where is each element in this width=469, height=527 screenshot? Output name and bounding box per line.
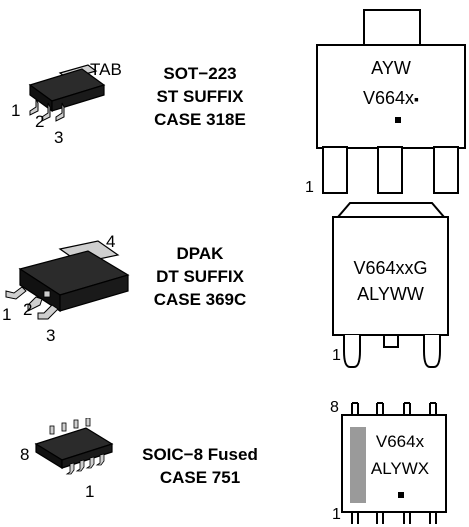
dpak-name-line-2: DT SUFFIX [156, 267, 244, 286]
dpak-package-illustration [5, 240, 130, 320]
sot223-package-name: SOT−223 ST SUFFIX CASE 318E [140, 62, 260, 131]
dpak-marking-pin1: 1 [332, 347, 341, 364]
dpak-pin-label-2: 2 [23, 300, 33, 319]
soic8-package-illustration [34, 418, 114, 475]
pb-free-dot-icon: ▪ [414, 91, 419, 107]
dpak-marking-line-2: ALYWW [357, 284, 424, 304]
sot223-marking-line-2: V664x▪ [317, 88, 465, 109]
sot223-pin-label-tab: TAB [90, 60, 122, 79]
sot223-name-line-2: ST SUFFIX [156, 87, 244, 106]
soic8-marking-line-1: V664x [375, 432, 425, 451]
dpak-package-name: DPAK DT SUFFIX CASE 369C [150, 242, 250, 311]
soic8-marking-diagram [341, 402, 447, 524]
soic8-package-name: SOIC−8 Fused CASE 751 [132, 443, 268, 489]
soic8-pin-label-1: 1 [85, 482, 95, 501]
dpak-pin-label-4: 4 [106, 232, 116, 251]
sot223-name-line-1: SOT−223 [163, 64, 237, 83]
sot223-marking-diagram [316, 9, 466, 194]
sot223-package-illustration [28, 64, 106, 122]
sot223-name-line-3: CASE 318E [154, 110, 246, 129]
dpak-pin-label-3: 3 [46, 326, 56, 345]
sot223-marking-line-1: AYW [371, 58, 411, 78]
sot223-pin-label-3: 3 [54, 128, 64, 147]
dpak-marking-line-1: V664xxG [353, 258, 428, 278]
dpak-name-line-1: DPAK [176, 244, 224, 263]
dpak-marking-diagram [332, 202, 449, 368]
dpak-name-line-3: CASE 369C [153, 290, 247, 309]
sot223-pin-label-1: 1 [11, 101, 21, 120]
soic8-marking-line-2: ALYWX [370, 459, 430, 478]
sot223-pin-label-2: 2 [35, 112, 45, 131]
soic8-marking-pin1: 1 [332, 506, 341, 523]
soic8-name-line-1: SOIC−8 Fused [142, 445, 258, 464]
sot223-marking-pin1: 1 [305, 179, 314, 196]
dpak-pin-label-1: 1 [2, 305, 12, 324]
soic8-pin-label-8: 8 [20, 445, 30, 464]
soic8-marking-pin8: 8 [330, 399, 339, 416]
sot223-marking-code: V664x [362, 88, 415, 108]
soic8-name-line-2: CASE 751 [159, 468, 241, 487]
